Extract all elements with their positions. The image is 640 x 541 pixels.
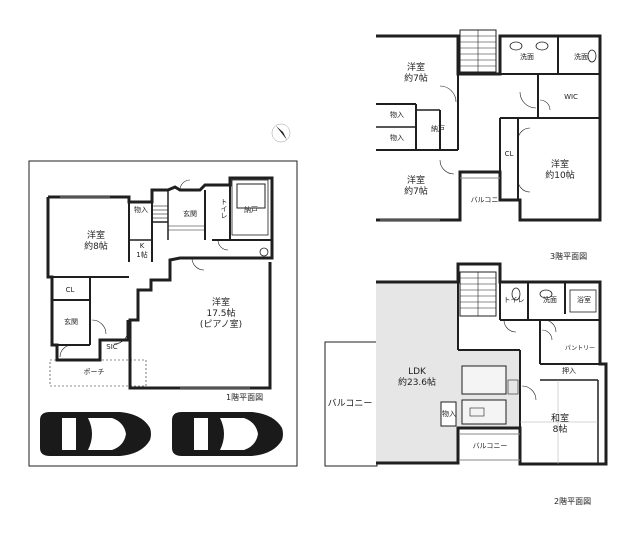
storage-box [236,183,266,209]
room-closet: 物入 [442,410,456,418]
room-wic: WIC [564,93,578,101]
room-japanese: 和室 8帖 [550,414,569,435]
balcony-3f: バルコニー [470,196,506,204]
floor3-plan [376,29,602,222]
sink-icon [469,407,485,417]
floor1-stairs [152,205,205,231]
floor2-stairs [459,271,497,317]
ldk-fill [376,282,458,463]
room-washroom-b: 洗面 [574,53,588,61]
room-bath: 浴室 [577,296,591,304]
room-entrance: 玄関 [64,318,78,326]
room-storage: 納戸 [244,206,258,214]
room-cl: CL [65,286,75,294]
sink-icon [539,289,553,299]
car-icon-left [40,412,151,456]
floor2-title: 2階平面図 [552,496,594,508]
floor3-stairs [459,29,497,73]
room-closet-b: 物入 [390,134,404,142]
toilet-fixture [259,247,269,257]
stove-icon [507,379,519,395]
compass-icon [271,123,291,143]
tatami-lines [520,380,598,464]
balcony-bottom: バルコニー [472,442,508,450]
balcony-left: バルコニー [327,399,373,409]
room-closet: 物入 [134,206,148,214]
room-washroom: 洗面 [543,296,557,304]
floor1-plan [28,160,298,467]
toilet-fixture [587,49,597,63]
room-western-7-top: 洋室 約7帖 [404,63,428,84]
room-closet-a: 物入 [390,111,404,119]
kitchen-counter [461,365,507,395]
floor2-plan [324,262,608,467]
sink-icon [509,41,523,51]
floor1-title: 1階平面図 [224,392,266,404]
room-washroom-a: 洗面 [520,53,534,61]
toilet-fixture [511,287,521,301]
sink-icon [535,41,549,51]
storage-outline [231,179,269,236]
room-entrance-inner: 玄関 [183,210,197,218]
room-piano: 洋室 17.5帖 (ピアノ室) [199,298,243,330]
room-western-10: 洋室 約10帖 [545,160,575,181]
site-boundary [28,160,298,467]
room-toilet: トイレ [503,296,525,304]
room-toilet: トイレ [220,198,228,219]
room-ldk: LDK 約23.6帖 [397,367,437,388]
closet-box [440,401,457,427]
room-western-7-bottom: 洋室 約7帖 [404,176,428,197]
bathtub-icon [569,289,597,313]
room-sic: SIC [106,343,118,351]
room-cl: CL [504,150,514,158]
room-kitchenette: K 1帖 [136,242,148,259]
car-icon-right [172,412,283,456]
room-western-8: 洋室 約8帖 [84,231,108,252]
room-storage: 納戸 [431,125,445,133]
balcony-left-area [324,341,378,467]
floor3-title: 3階平面図 [548,251,590,263]
room-oshiire: 押入 [562,367,576,375]
porch-label: ポーチ [83,368,105,376]
room-pantry: パントリー [564,345,596,352]
